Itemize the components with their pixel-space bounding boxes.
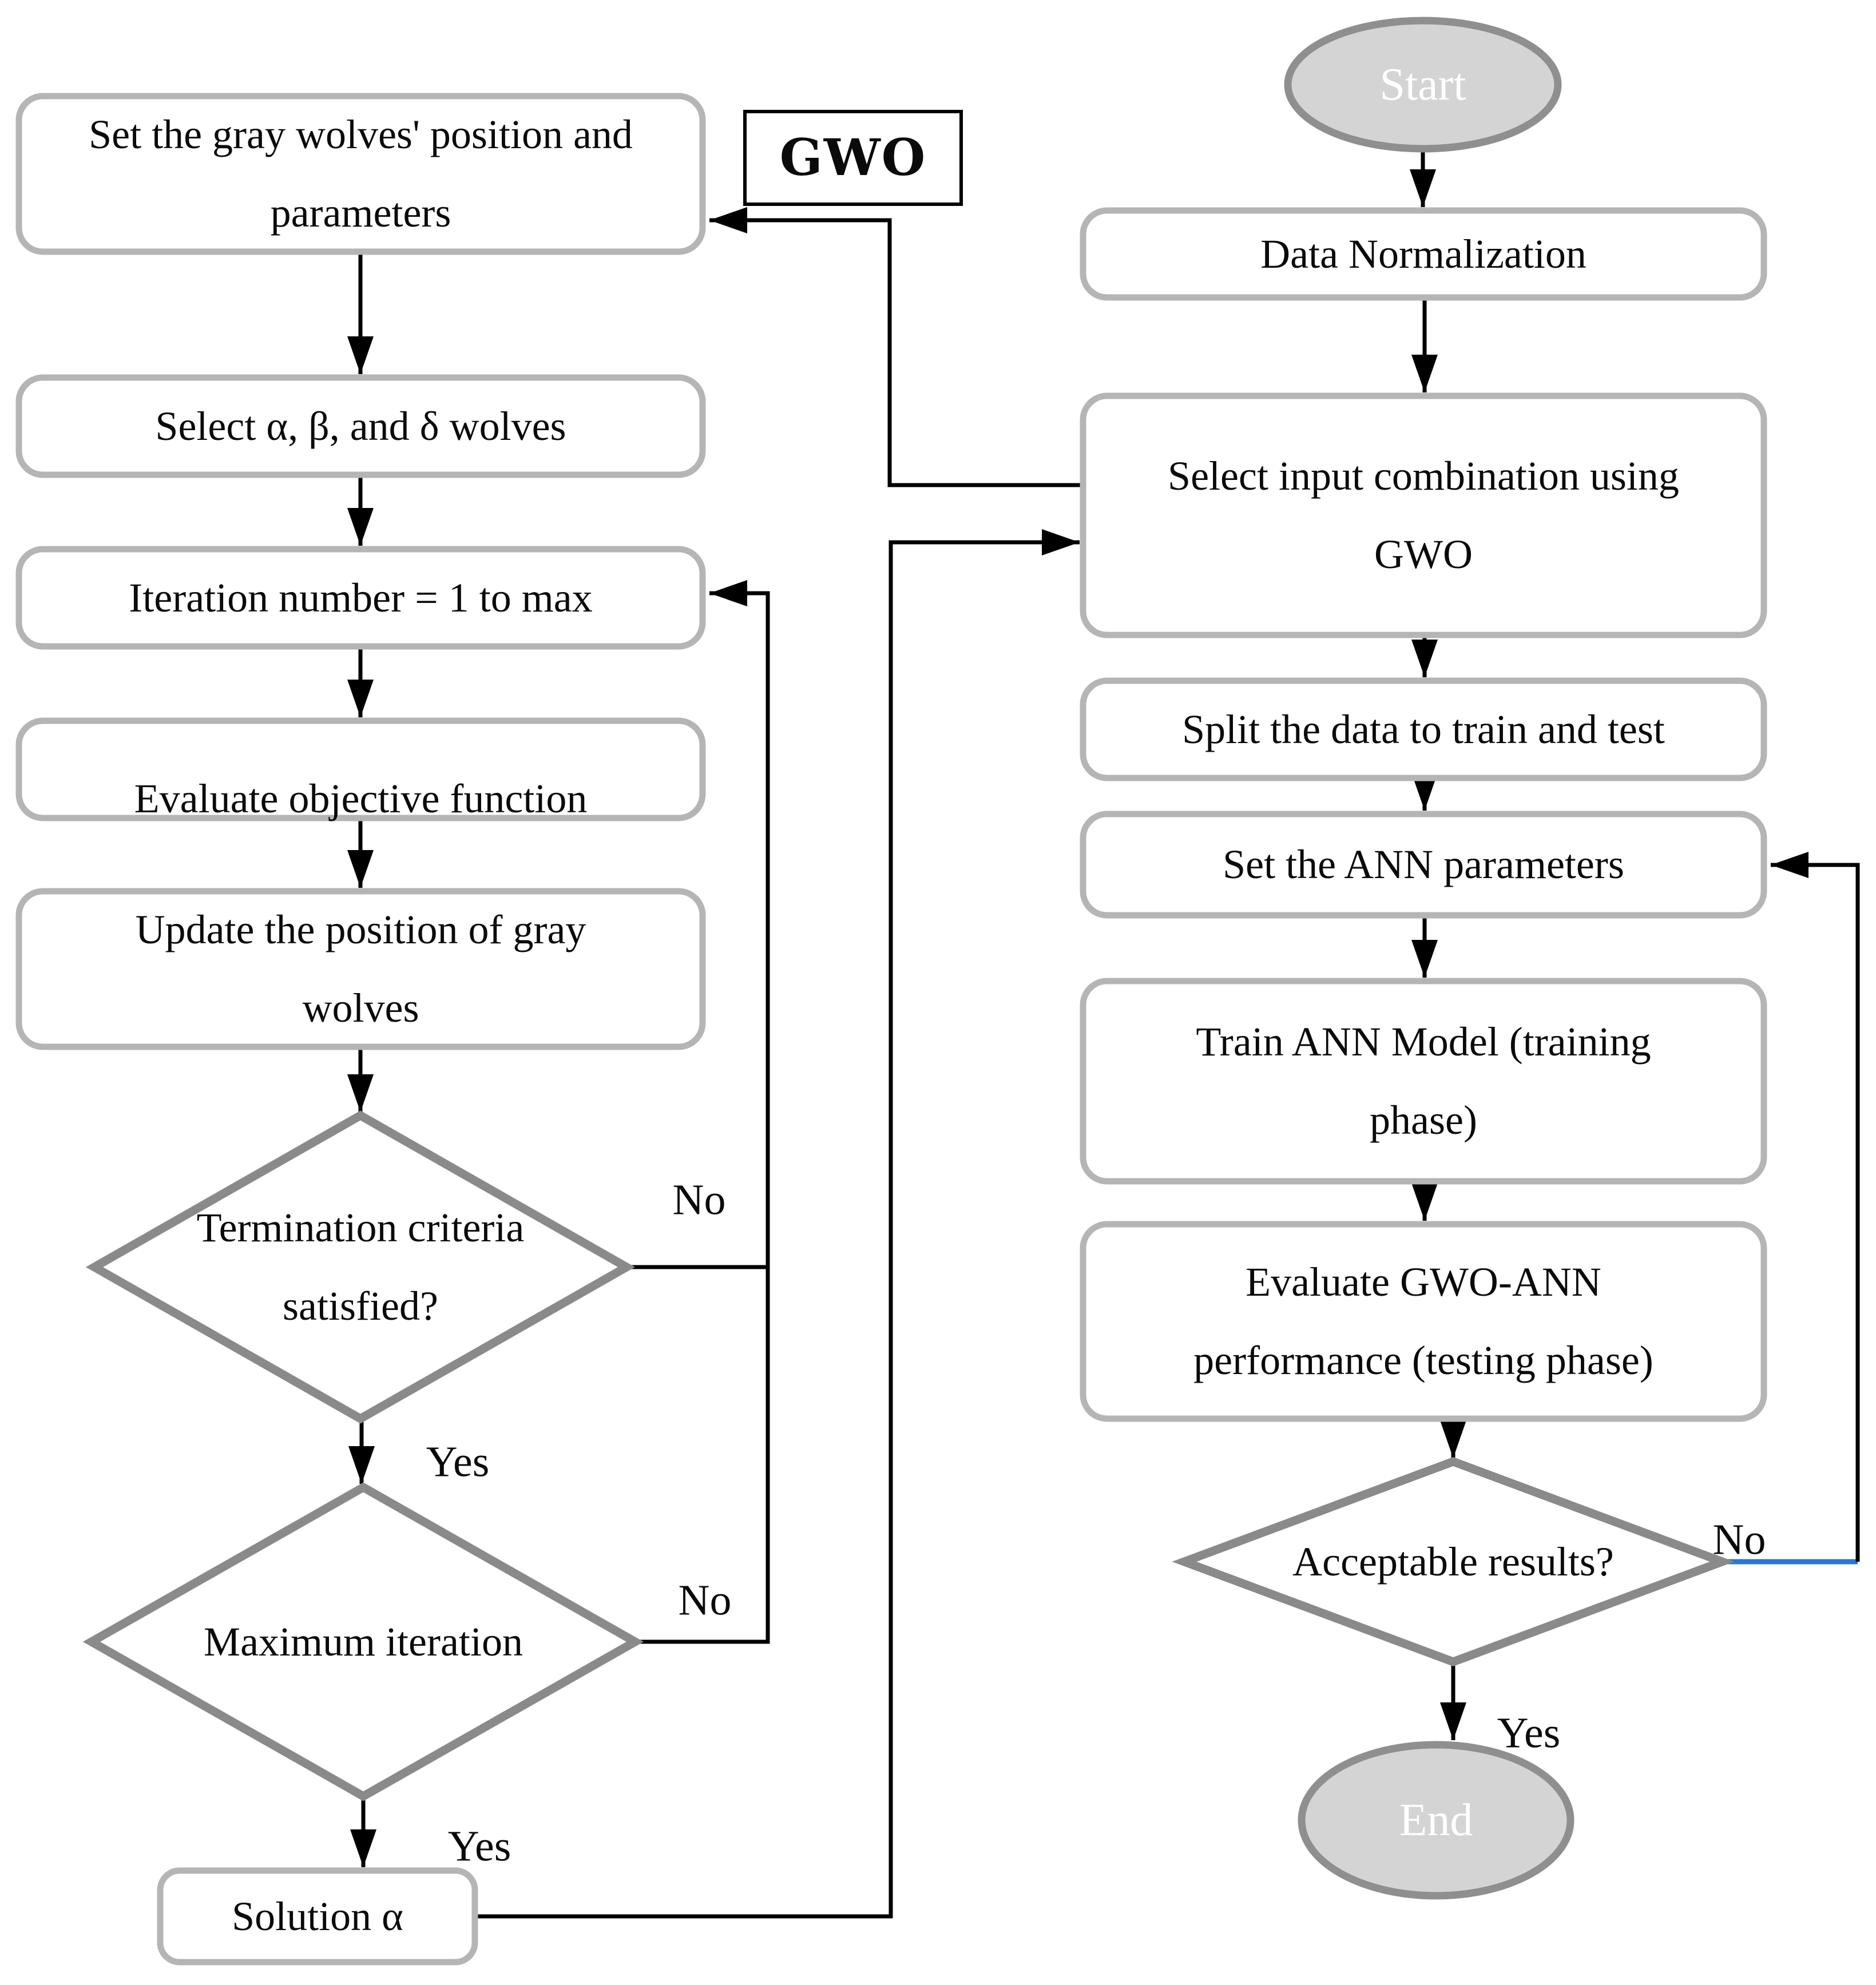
- max-iteration-diamond-label: Maximum iteration: [204, 1618, 523, 1665]
- max-iteration-yes-label: Yes: [447, 1822, 511, 1871]
- max-iteration-no-label: No: [678, 1576, 732, 1625]
- start-terminal-label: Start: [1379, 59, 1466, 110]
- solution-box-shape: [157, 1867, 478, 1966]
- end-terminal-label: End: [1399, 1795, 1473, 1845]
- termination-yes-label: Yes: [426, 1438, 490, 1486]
- termination-diamond-shape: [85, 1110, 636, 1424]
- normalization-box-shape: [1080, 207, 1767, 301]
- train-box-shape: [1080, 978, 1767, 1185]
- termination-no-label: No: [672, 1176, 726, 1224]
- update-position-label: Update the position of gray wolves: [135, 907, 586, 1031]
- set-position-label: Set the gray wolves' position and parame…: [89, 112, 633, 236]
- normalization-label: Data Normalization: [1260, 231, 1587, 277]
- solution-label: Solution α: [232, 1893, 403, 1939]
- edge-no-loop-to-iteration: [635, 580, 770, 1644]
- select-input-label: Select input combination using GWO: [1168, 453, 1679, 577]
- set-position-box-shape: [15, 93, 706, 255]
- select-wolves-label: Select α, β, and δ wolves: [155, 403, 566, 449]
- select-input-box-shape: [1080, 392, 1767, 638]
- edge-select-input-call-to-gwo: [709, 207, 1083, 487]
- start-ellipse-shape: [1284, 17, 1562, 153]
- select-wolves-box-shape: [15, 374, 706, 478]
- set-params-label: Set the ANN parameters: [1223, 841, 1624, 888]
- iteration-box-shape: [15, 546, 706, 650]
- edge-acceptable-no-loop-to-set-params: [1771, 852, 1860, 1562]
- train-label: Train ANN Model (training phase): [1196, 1019, 1651, 1143]
- gwo-tag-box-shape: [743, 110, 963, 206]
- evaluate-label: Evaluate objective function: [134, 775, 588, 821]
- edge-solution-return-to-select-input: [475, 529, 1080, 1919]
- update-position-box-shape: [15, 888, 706, 1050]
- iteration-label: Iteration number = 1 to max: [129, 574, 593, 621]
- set-params-box-shape: [1080, 811, 1767, 919]
- evaluate-box-shape: [15, 717, 706, 821]
- end-ellipse-shape: [1298, 1741, 1574, 1900]
- termination-diamond-label: Termination criteria satisfied?: [196, 1205, 525, 1329]
- evaluate-performance-box-shape: [1080, 1221, 1767, 1422]
- max-iteration-diamond-shape: [82, 1482, 644, 1801]
- acceptable-diamond-label: Acceptable results?: [1292, 1538, 1614, 1585]
- evaluate-performance-label: Evaluate GWO-ANN performance (testing ph…: [1193, 1259, 1653, 1383]
- acceptable-yes-label: Yes: [1497, 1709, 1561, 1757]
- split-data-label: Split the data to train and test: [1182, 706, 1665, 752]
- gwo-tag-label: GWO: [779, 128, 927, 188]
- acceptable-diamond-shape: [1172, 1456, 1735, 1667]
- acceptable-no-label: No: [1712, 1515, 1766, 1564]
- split-data-box-shape: [1080, 677, 1767, 781]
